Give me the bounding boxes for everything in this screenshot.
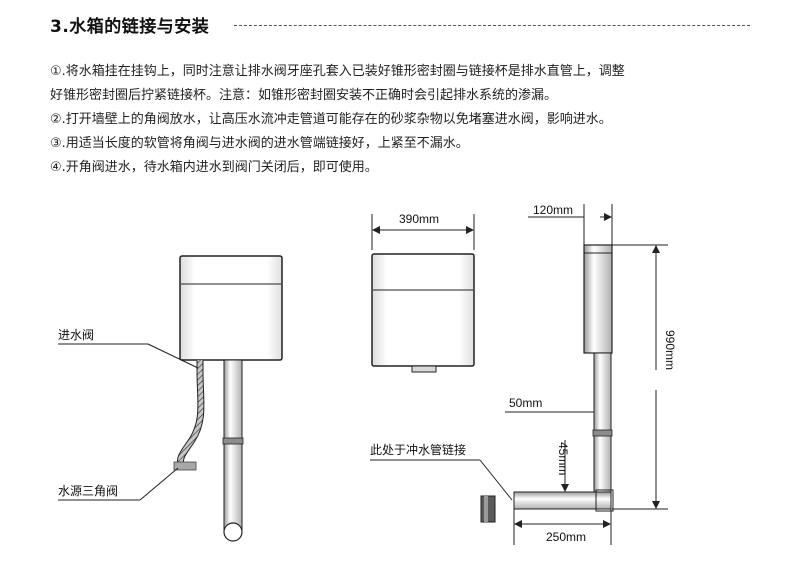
tank-width-label: 390mm — [399, 212, 439, 226]
front-tank-view: 390mm — [371, 212, 475, 373]
height-label: 990mm — [663, 330, 677, 370]
step-1-line-2: 好锥形密封圈后拧紧链接杯。注意：如锥形密封圈安装不正确时会引起排水系统的渗漏。 — [50, 88, 558, 103]
flush-pipe-left — [223, 359, 243, 531]
section-title: 3.水箱的链接与安装 — [50, 17, 210, 37]
tank-outlet-nub — [411, 365, 437, 373]
inlet-valve-leader — [147, 343, 199, 369]
step-2: ②.打开墙壁上的角阀放水，让高压水流冲走管道可能存在的砂浆杂物以免堵塞进水阀，影… — [50, 112, 612, 127]
step-4: ④.开角阀进水，待水箱内进水到阀门关闭后，即可使用。 — [50, 160, 378, 175]
pipe-width-label: 50mm — [509, 396, 542, 410]
angle-valve-leader — [139, 467, 179, 501]
bottom-length-label: 250mm — [546, 530, 586, 544]
step-1-line-1: ①.将水箱挂在挂钩上，同时注意让排水阀牙座孔套入已装好锥形密封圈与链接杯是排水直… — [50, 64, 625, 79]
inlet-valve-label: 进水阀 — [58, 328, 94, 342]
pipe-coupling-left — [222, 437, 244, 445]
angle-valve-label: 水源三角阀 — [58, 484, 118, 498]
bend-height-label: 45mm — [556, 442, 570, 475]
left-tank-view: 进水阀 水源三角阀 — [58, 255, 283, 542]
horizontal-flush-pipe — [513, 491, 612, 510]
flush-connection-leader — [479, 459, 513, 501]
tank-side-profile — [583, 244, 613, 354]
tank-body-left — [179, 255, 283, 361]
top-width-label: 120mm — [533, 203, 573, 217]
connector-highlight — [484, 496, 488, 522]
pipe-outlet-circle — [223, 522, 243, 542]
inlet-hose — [177, 360, 204, 469]
elbow-joint — [595, 489, 614, 512]
side-profile-view: 120mm 990mm 50mm 45mm 此处于冲水管链接 — [370, 203, 677, 545]
angle-valve — [173, 461, 197, 471]
title-divider — [234, 25, 750, 26]
flush-pipe-right — [593, 352, 612, 494]
step-3: ③.用适当长度的软管将角阀与进水阀的进水管端链接好，上紧至不漏水。 — [50, 136, 469, 151]
flush-connection-label: 此处于冲水管链接 — [370, 442, 466, 457]
pipe-coupling-right — [592, 429, 613, 437]
tank-body-front — [371, 253, 475, 367]
